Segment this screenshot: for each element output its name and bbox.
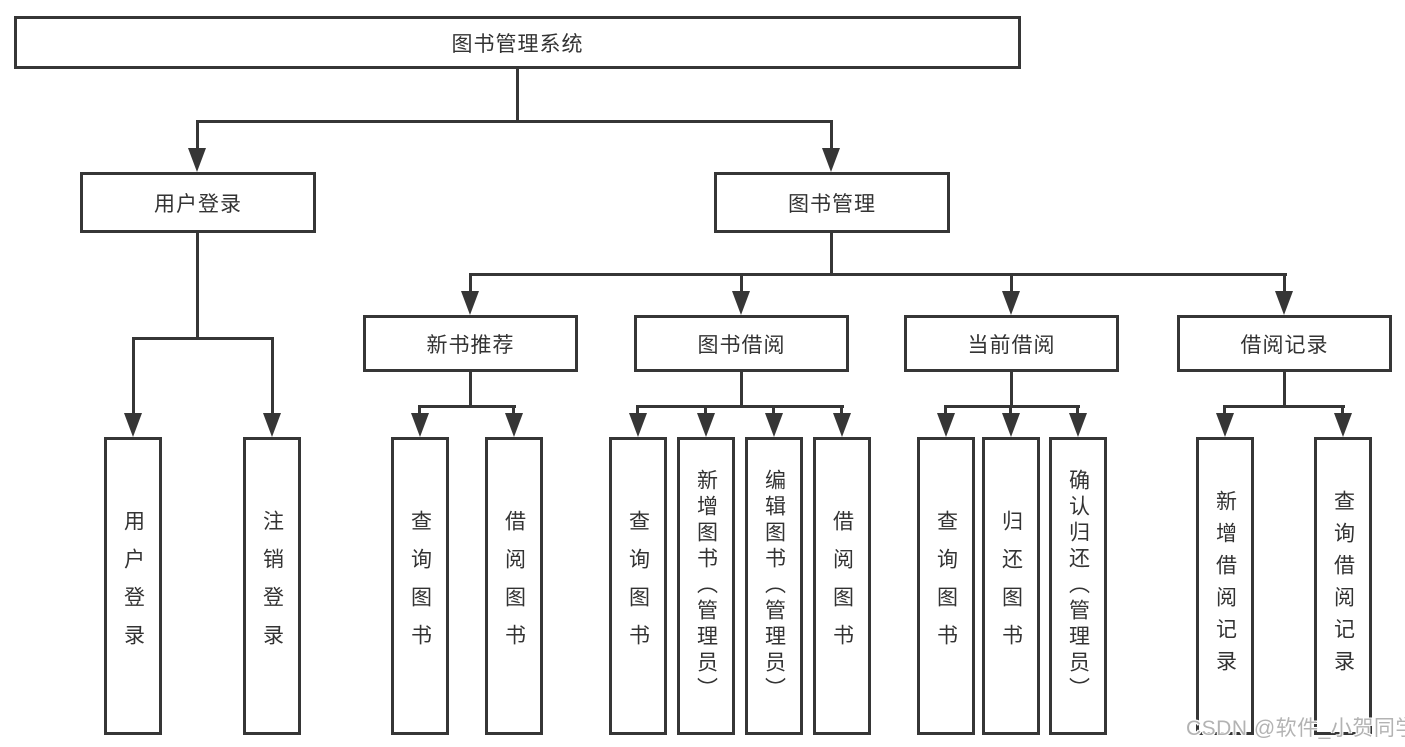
node-label: 查询图书	[626, 510, 650, 662]
connector-line	[271, 337, 274, 417]
connector-line	[636, 405, 639, 417]
node-current-borrow: 当前借阅	[904, 315, 1119, 372]
node-label: 注销登录	[260, 510, 284, 662]
connector-line	[1010, 372, 1013, 405]
node-user-login: 用户登录	[80, 172, 316, 233]
arrow-down-icon	[188, 148, 206, 172]
arrow-down-icon	[697, 413, 715, 437]
connector-line	[1283, 372, 1286, 405]
arrow-down-icon	[765, 413, 783, 437]
leaf-logout: 注销登录	[243, 437, 301, 735]
connector-line	[1009, 405, 1012, 417]
node-label: 图书借阅	[697, 333, 786, 357]
connector-line	[196, 120, 832, 123]
arrow-down-icon	[1216, 413, 1234, 437]
node-label: 确认归还（管理员）	[1066, 469, 1090, 703]
arrow-down-icon	[1002, 291, 1020, 315]
connector-line	[516, 69, 519, 120]
connector-line	[196, 233, 199, 337]
connector-line	[469, 372, 472, 405]
leaf-confirm-return-admin: 确认归还（管理员）	[1049, 437, 1107, 735]
node-label: 用户登录	[121, 510, 145, 662]
arrow-down-icon	[732, 291, 750, 315]
connector-line	[944, 405, 947, 417]
leaf-add-borrow-record: 新增借阅记录	[1196, 437, 1254, 735]
node-library-system: 图书管理系统	[14, 16, 1021, 69]
connector-line	[830, 233, 833, 273]
connector-line	[1341, 405, 1344, 417]
node-new-book-recommend: 新书推荐	[363, 315, 578, 372]
node-label: 图书管理系统	[451, 32, 584, 56]
connector-line	[132, 337, 274, 340]
node-label: 编辑图书（管理员）	[762, 469, 786, 703]
connector-line	[132, 337, 135, 417]
arrow-down-icon	[124, 413, 142, 437]
node-label: 当前借阅	[967, 333, 1056, 357]
arrow-down-icon	[629, 413, 647, 437]
arrow-down-icon	[411, 413, 429, 437]
node-label: 借阅记录	[1240, 333, 1329, 357]
connector-line	[1223, 405, 1226, 417]
node-label: 查询借阅记录	[1331, 490, 1355, 682]
connector-line	[196, 120, 199, 152]
connector-line	[1223, 405, 1345, 408]
connector-line	[1283, 273, 1286, 295]
leaf-edit-book-admin: 编辑图书（管理员）	[745, 437, 803, 735]
node-label: 查询图书	[934, 510, 958, 662]
node-borrow-record: 借阅记录	[1177, 315, 1392, 372]
leaf-query-borrow-record: 查询借阅记录	[1314, 437, 1372, 735]
connector-line	[469, 273, 1287, 276]
node-label: 新书推荐	[426, 333, 515, 357]
leaf-query-book: 查询图书	[917, 437, 975, 735]
connector-line	[469, 273, 472, 295]
node-label: 图书管理	[788, 192, 876, 216]
connector-line	[740, 273, 743, 295]
arrow-down-icon	[1334, 413, 1352, 437]
connector-line	[512, 405, 515, 417]
leaf-borrow-book: 借阅图书	[813, 437, 871, 735]
node-label: 借阅图书	[502, 510, 526, 662]
connector-line	[418, 405, 516, 408]
connector-line	[944, 405, 1080, 408]
leaf-borrow-book: 借阅图书	[485, 437, 543, 735]
connector-line	[840, 405, 843, 417]
arrow-down-icon	[1002, 413, 1020, 437]
leaf-query-book: 查询图书	[391, 437, 449, 735]
connector-line	[1076, 405, 1079, 417]
node-label: 借阅图书	[830, 510, 854, 662]
arrow-down-icon	[461, 291, 479, 315]
csdn-watermark: CSDN @软件_小贺同学	[1186, 717, 1405, 740]
connector-line	[1010, 273, 1013, 295]
node-label: 新增图书（管理员）	[694, 469, 718, 703]
arrow-down-icon	[1069, 413, 1087, 437]
leaf-query-book: 查询图书	[609, 437, 667, 735]
connector-line	[740, 372, 743, 405]
arrow-down-icon	[937, 413, 955, 437]
connector-line	[704, 405, 707, 417]
node-label: 查询图书	[408, 510, 432, 662]
leaf-add-book-admin: 新增图书（管理员）	[677, 437, 735, 735]
node-book-management: 图书管理	[714, 172, 950, 233]
arrow-down-icon	[822, 148, 840, 172]
node-label: 新增借阅记录	[1213, 490, 1237, 682]
node-book-borrow: 图书借阅	[634, 315, 849, 372]
arrow-down-icon	[505, 413, 523, 437]
connector-line	[830, 120, 833, 152]
connector-line	[418, 405, 421, 417]
connector-line	[636, 405, 844, 408]
arrow-down-icon	[263, 413, 281, 437]
connector-line	[772, 405, 775, 417]
arrow-down-icon	[1275, 291, 1293, 315]
leaf-return-book: 归还图书	[982, 437, 1040, 735]
node-label: 归还图书	[999, 510, 1023, 662]
arrow-down-icon	[833, 413, 851, 437]
node-label: 用户登录	[154, 192, 242, 216]
leaf-user-login: 用户登录	[104, 437, 162, 735]
